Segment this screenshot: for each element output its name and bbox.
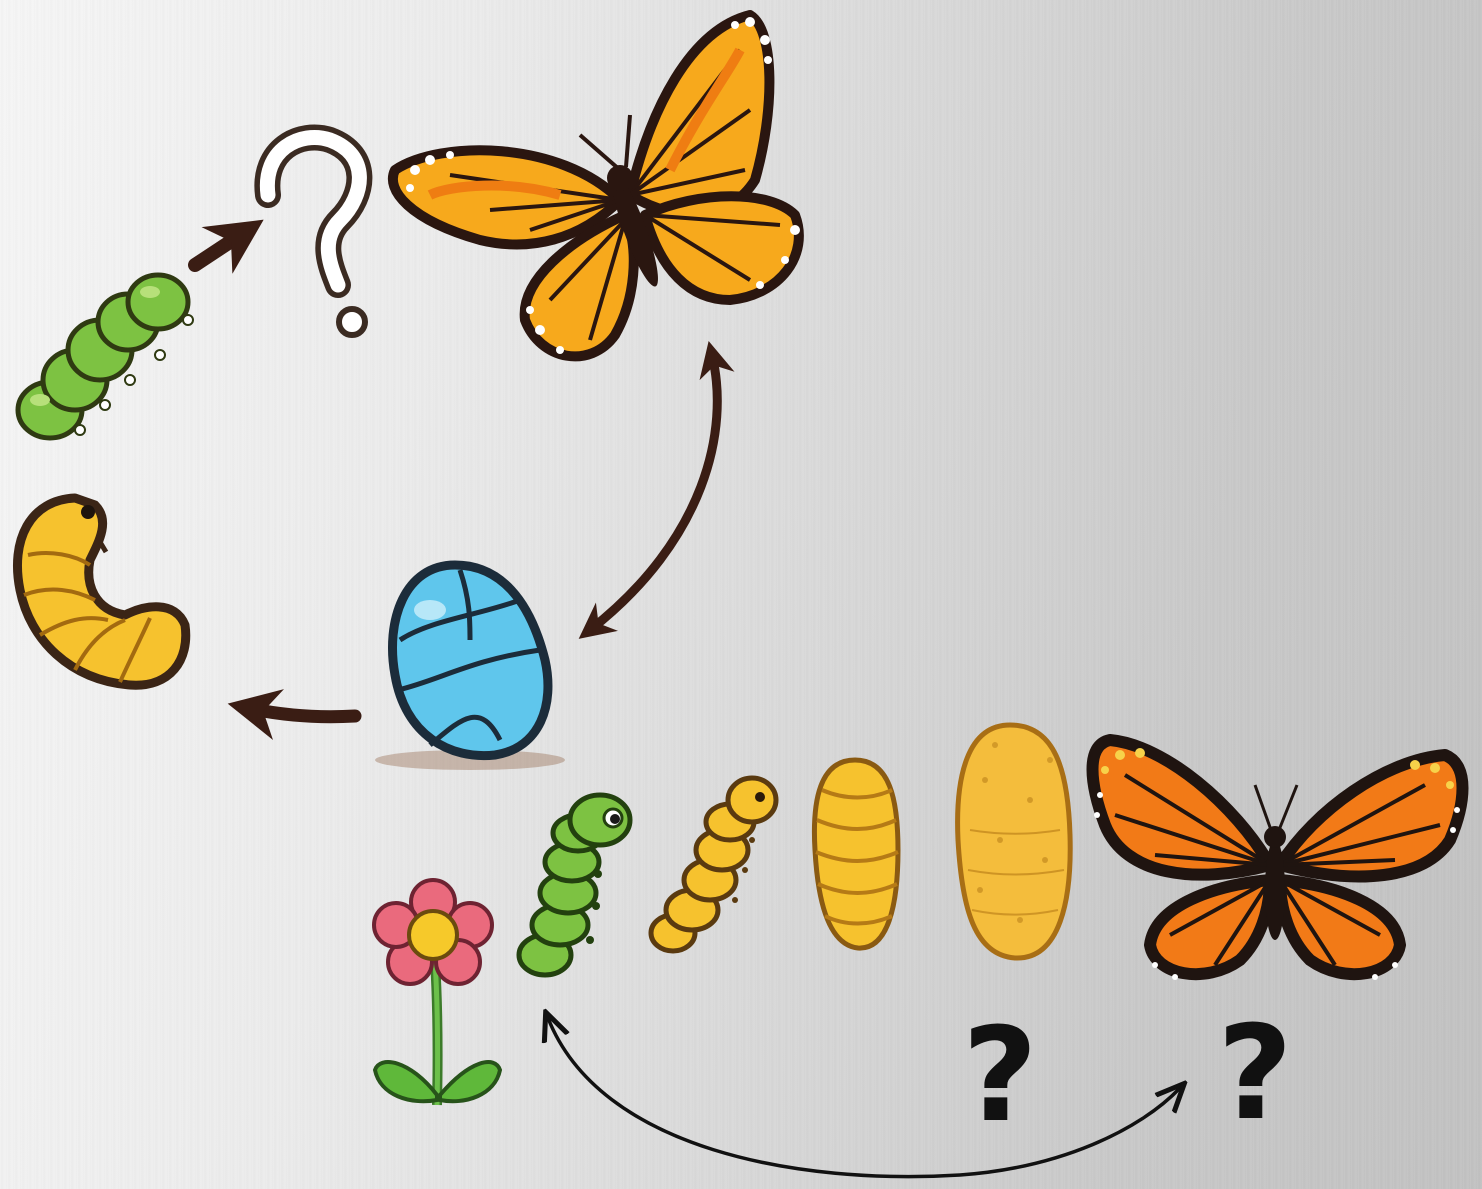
flower-icon [374,880,500,1105]
arrow-butterfly-egg [590,355,717,630]
unknown-stage-question-mark [267,137,365,335]
arrow-egg-to-grub [248,708,355,717]
butterfly-icon [393,15,800,356]
unknown-stage-question-mark: ? [1217,997,1292,1149]
monarch-butterfly-icon [1093,740,1463,980]
arrow-caterpillar-to-unknown [195,232,245,265]
pupa-icon [814,760,898,948]
green-caterpillar-icon [519,795,630,975]
arrow-caterpillar-to-unknown-bottom [548,1018,1180,1177]
grub-larva-icon [17,498,185,685]
green-caterpillar-icon [18,275,193,438]
unknown-stage-question-mark: ? [962,999,1037,1151]
yellow-larva-icon [651,778,776,951]
chrysalis-icon [958,725,1071,958]
egg-icon [375,565,565,770]
